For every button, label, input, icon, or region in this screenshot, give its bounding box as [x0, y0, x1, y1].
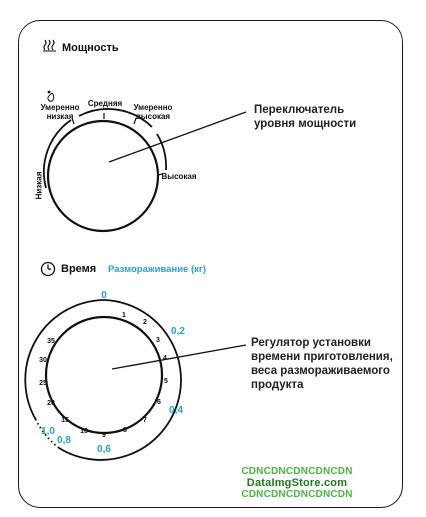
timer-callout-text: Регулятор установки времени приготовлени… [251, 336, 393, 392]
time-tick-label: 9 [102, 432, 106, 439]
time-tick-label: 10 [80, 428, 88, 435]
power-label-high: Высокая [161, 172, 197, 181]
timer-callout-line [111, 344, 247, 370]
power-callout-text: Переключатель уровня мощности [254, 103, 356, 131]
power-dial-scale-arc [43, 108, 167, 189]
timer-callout-line-2: времени приготовления, [251, 351, 393, 363]
weight-tick-label: 0,8 [57, 435, 71, 446]
watermark-line-2: DataImgStore.com [246, 477, 348, 489]
power-label-medium-high: Умеренно высокая [133, 103, 173, 121]
time-tick-label: 5 [164, 378, 168, 385]
control-panel [18, 20, 403, 508]
weight-tick-label: 0,6 [97, 444, 111, 455]
timer-dial-knob [44, 315, 164, 435]
time-tick-label: 15 [61, 417, 69, 424]
power-medium-low-pointer-icon [47, 90, 55, 102]
power-label-medium-low: Умеренно низкая [40, 103, 80, 121]
time-tick-label: 4 [163, 355, 167, 362]
heat-waves-icon [42, 38, 58, 57]
power-callout-line-1: Переключатель [254, 104, 345, 116]
time-tick-label: 7 [143, 417, 147, 424]
weight-tick-label: 0,4 [169, 405, 183, 416]
clock-icon [40, 261, 56, 282]
power-section-title: Мощность [62, 42, 119, 54]
time-tick-label: 25 [39, 380, 47, 387]
power-callout-line-2: уровня мощности [254, 118, 357, 130]
time-tick-label: 6 [157, 399, 161, 406]
defrost-label: Размораживание (кг) [108, 264, 207, 275]
time-tick-label: 30 [39, 357, 47, 364]
power-label-medium: Средняя [87, 99, 123, 108]
timer-callout-line-4: продукта [251, 379, 304, 391]
weight-tick-label: 1,0 [41, 426, 55, 437]
timer-dial-scale-arc [24, 299, 182, 461]
power-callout-line [108, 111, 247, 163]
weight-tick-label: 0,2 [171, 326, 185, 337]
time-tick-label: 1 [122, 312, 126, 319]
time-tick-label: 3 [156, 337, 160, 344]
timer-callout-line-1: Регулятор установки [251, 337, 371, 349]
time-tick-label: 8 [123, 427, 127, 434]
watermark: CDNCDNCDNCDNCDN DataImgStore.com CDNCDNC… [228, 466, 366, 500]
power-dial-ticks [71, 113, 164, 176]
time-tick-label: 35 [47, 338, 55, 345]
watermark-line-1: CDNCDNCDNCDNCDN [241, 466, 353, 477]
time-section-title: Время [61, 263, 97, 275]
time-tick-label: 2 [143, 319, 147, 326]
watermark-line-3: CDNCDNCDNCDNCDN [241, 489, 353, 500]
power-dial-knob [46, 119, 160, 233]
timer-callout-line-3: веса размораживаемого [251, 365, 390, 377]
time-tick-label: 20 [47, 400, 55, 407]
weight-tick-label: 0 [101, 290, 107, 301]
